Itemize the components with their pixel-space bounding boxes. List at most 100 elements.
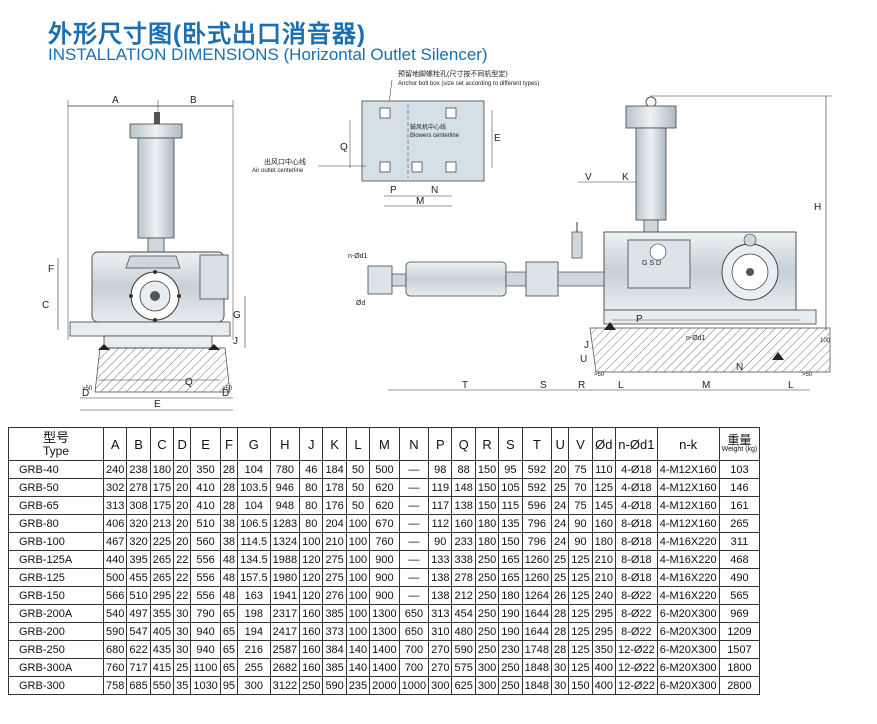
table-cell: 133 (428, 550, 453, 569)
table-cell: 308 (126, 496, 151, 515)
table-cell: 1209 (718, 622, 761, 641)
dim-H: H (814, 202, 821, 213)
table-cell: 30 (551, 676, 570, 695)
table-cell: 596 (521, 496, 553, 515)
table-cell: 100 (345, 550, 371, 569)
outlet-cl-en: Air outlet centerline (252, 168, 304, 174)
table-cell: 120 (299, 568, 324, 587)
table-cell: 160 (451, 514, 476, 533)
table-cell: 2587 (269, 640, 301, 659)
header-col: G (237, 427, 271, 461)
table-cell: 114.5 (237, 532, 271, 551)
table-cell: 4-M16X220 (656, 532, 720, 551)
table-cell: 250 (498, 676, 523, 695)
table-cell: 948 (269, 496, 301, 515)
table-cell: 2000 (369, 676, 400, 695)
header-col: U (551, 427, 570, 461)
table-cell: 4-M12X160 (656, 478, 720, 497)
table-cell: 4-Ø18 (615, 460, 658, 479)
table-cell: 350 (190, 460, 221, 479)
table-cell: 80 (299, 496, 324, 515)
table-cell: 275 (322, 550, 347, 569)
table-cell: 175 (149, 478, 175, 497)
table-cell: 65 (219, 622, 239, 641)
dim-D-right: D (222, 388, 229, 399)
table-cell: 270 (428, 658, 453, 677)
table-cell: — (398, 568, 430, 587)
table-cell: 104 (237, 460, 271, 479)
table-cell: 250 (474, 586, 500, 605)
table-cell: 796 (521, 532, 553, 551)
table-cell: 213 (149, 514, 175, 533)
table-cell: 500 (369, 460, 400, 479)
table-cell: — (398, 460, 430, 479)
table-cell: 500 (102, 568, 128, 587)
table-cell: 8-Ø22 (615, 604, 658, 623)
table-cell: 3122 (269, 676, 301, 695)
table-cell: 575 (451, 658, 476, 677)
table-cell: 70 (568, 478, 593, 497)
table-cell: 4-M16X220 (656, 550, 720, 569)
table-cell: 796 (521, 514, 553, 533)
table-cell: 103 (718, 460, 761, 479)
table-cell: 680 (102, 640, 128, 659)
table-cell: 104 (237, 496, 271, 515)
table-cell: 8-Ø22 (615, 622, 658, 641)
table-cell: 250 (474, 640, 500, 659)
table-cell: 134.5 (237, 550, 271, 569)
header-col: F (219, 427, 239, 461)
table-cell: 30 (551, 658, 570, 677)
table-cell: 20 (173, 514, 192, 533)
table-cell: 1848 (521, 658, 553, 677)
dim-P-side: P (636, 314, 643, 325)
table-cell: 300 (237, 676, 271, 695)
table-cell: 75 (568, 460, 593, 479)
table-cell: 295 (149, 586, 175, 605)
table-cell: 497 (126, 604, 151, 623)
model-cell: GRB-100 (8, 532, 104, 551)
dim-Q-plan: Q (340, 142, 348, 153)
table-cell: 900 (369, 586, 400, 605)
table-cell: 313 (428, 604, 453, 623)
table-cell: 176 (322, 496, 347, 515)
nd1-base-label: n-Ød1 (686, 335, 706, 342)
table-cell: 8-Ø18 (615, 514, 658, 533)
table-cell: 338 (451, 550, 476, 569)
table-cell: 790 (190, 604, 221, 623)
table-cell: 65 (219, 604, 239, 623)
table-cell: 278 (451, 568, 476, 587)
table-cell: 320 (126, 514, 151, 533)
dim-L-right: L (788, 380, 794, 391)
header-type-cn: 型号 (42, 429, 69, 445)
table-cell: 165 (498, 568, 523, 587)
table-cell: 26 (551, 586, 570, 605)
table-cell: 566 (102, 586, 128, 605)
table-cell: 758 (102, 676, 128, 695)
table-cell: 20 (173, 460, 192, 479)
table-cell: 28 (219, 478, 239, 497)
gt50-left-1: >50 (82, 386, 93, 392)
header-col: Q (451, 427, 476, 461)
table-cell: 1400 (369, 658, 400, 677)
table-cell: 160 (299, 604, 324, 623)
table-cell: 1941 (269, 586, 301, 605)
table-cell: 400 (591, 676, 617, 695)
table-cell: 510 (190, 514, 221, 533)
table-cell: 28 (219, 460, 239, 479)
installation-drawing: A B F C G J Q >50 >50 (42, 69, 832, 411)
table-cell: 592 (521, 460, 553, 479)
table-cell: 620 (369, 496, 400, 515)
model-cell: GRB-200 (8, 622, 104, 641)
anchor-label-en: Anchor bolt box (size set according to d… (398, 81, 539, 87)
table-cell: 125 (568, 568, 593, 587)
table-cell: 48 (219, 568, 239, 587)
header-weight-en: Weight (kg) (721, 446, 758, 453)
table-cell: 138 (428, 568, 453, 587)
header-col: Ød (591, 427, 617, 461)
table-cell: 125 (568, 604, 593, 623)
